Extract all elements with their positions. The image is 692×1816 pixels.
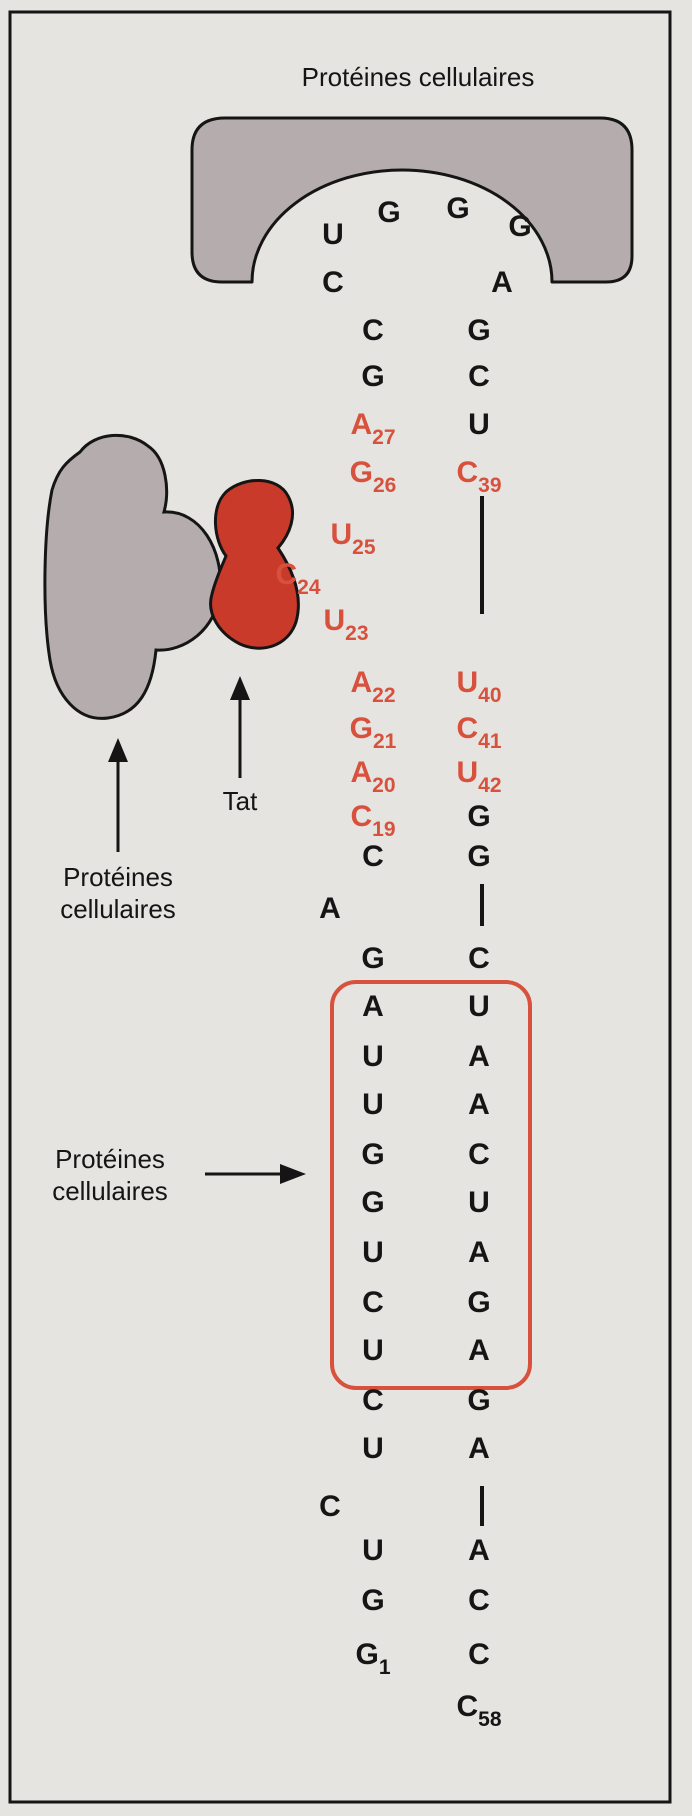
loop-base: C xyxy=(322,266,344,299)
loop-base: A xyxy=(491,266,513,299)
right-strand-nucleotide: C xyxy=(468,360,490,393)
middle-protein-arrowhead xyxy=(280,1164,306,1184)
tat-protein-shape xyxy=(209,479,300,650)
left-strand-nucleotide: U25 xyxy=(330,518,375,559)
right-strand-nucleotide: C xyxy=(468,1138,490,1171)
right-strand-nucleotide: U xyxy=(468,1186,490,1219)
left-strand-nucleotide: C xyxy=(362,1384,384,1417)
left-strand-nucleotide: A22 xyxy=(350,666,395,707)
left-protein-arrowhead xyxy=(108,738,128,762)
left-protein-shape xyxy=(43,433,222,720)
right-strand-nucleotide: A xyxy=(468,1236,490,1269)
right-strand-nucleotide: G xyxy=(467,314,490,347)
left-strand-nucleotide: U xyxy=(362,1236,384,1269)
right-strand-nucleotide: G xyxy=(467,800,490,833)
right-strand-nucleotide: C41 xyxy=(456,712,501,753)
tat-arrowhead xyxy=(230,676,250,700)
left-strand-nucleotide-number: 20 xyxy=(372,774,395,797)
left-strand-nucleotide-number: 22 xyxy=(372,684,395,707)
left-strand-nucleotide: A xyxy=(319,892,341,925)
right-strand-nucleotide-number: 42 xyxy=(478,774,501,797)
loop-base: G xyxy=(446,192,469,225)
left-strand-nucleotide-number: 25 xyxy=(352,536,376,559)
left-strand-nucleotide: G26 xyxy=(350,456,397,497)
right-strand-nucleotide-number: 41 xyxy=(478,730,502,753)
left-proteins-label-2: cellulaires xyxy=(60,894,176,924)
right-strand-nucleotide: A xyxy=(468,1534,490,1567)
right-strand-nucleotide: A xyxy=(468,1334,490,1367)
left-strand-nucleotide: U23 xyxy=(323,604,368,645)
left-strand-nucleotide: A27 xyxy=(350,408,395,449)
left-strand-nucleotide: G1 xyxy=(355,1638,390,1679)
right-strand-nucleotide: G xyxy=(467,1286,490,1319)
left-strand-nucleotide: A20 xyxy=(350,756,395,797)
left-strand-nucleotide: G xyxy=(361,1138,384,1171)
left-strand-nucleotide-number: 23 xyxy=(345,622,368,645)
highlight-box xyxy=(330,980,532,1390)
loop-base: G xyxy=(508,210,531,243)
right-strand-nucleotide: G xyxy=(467,1384,490,1417)
left-strand-nucleotide: C xyxy=(319,1490,341,1523)
left-strand-nucleotide-number: 24 xyxy=(297,576,321,599)
figure-frame xyxy=(8,10,672,1804)
middle-proteins-label-1: Protéines xyxy=(55,1144,165,1174)
left-strand-nucleotide: G21 xyxy=(350,712,397,753)
left-strand-nucleotide: U xyxy=(362,1334,384,1367)
right-strand-nucleotide: A xyxy=(468,1432,490,1465)
left-strand-nucleotide: C19 xyxy=(350,800,395,841)
left-strand-nucleotide-number: 21 xyxy=(373,730,397,753)
left-strand-nucleotide-number: 19 xyxy=(372,818,395,841)
left-strand-nucleotide: G xyxy=(361,942,384,975)
left-strand-nucleotide: G xyxy=(361,1186,384,1219)
left-strand-nucleotide: U xyxy=(362,1040,384,1073)
left-strand-nucleotide: G xyxy=(361,1584,384,1617)
right-strand-nucleotide: U40 xyxy=(456,666,501,707)
middle-proteins-label-2: cellulaires xyxy=(52,1176,168,1206)
right-strand-nucleotide-number: 39 xyxy=(478,474,501,497)
left-strand-nucleotide: C xyxy=(362,1286,384,1319)
top-proteins-label: Protéines cellulaires xyxy=(302,62,535,92)
left-strand-nucleotide: C xyxy=(362,840,384,873)
left-strand-nucleotide-number: 27 xyxy=(372,426,395,449)
left-strand-nucleotide-number: 26 xyxy=(373,474,396,497)
loop-base: U xyxy=(322,218,344,251)
right-strand-nucleotide: C xyxy=(468,1638,490,1671)
left-strand-nucleotide: U xyxy=(362,1088,384,1121)
right-strand-nucleotide: A xyxy=(468,1088,490,1121)
right-strand-nucleotide: U xyxy=(468,408,490,441)
left-strand-nucleotide: C xyxy=(362,314,384,347)
right-strand-nucleotide: C39 xyxy=(456,456,501,497)
tat-label: Tat xyxy=(223,786,258,816)
right-strand-nucleotide: C xyxy=(468,1584,490,1617)
right-strand-nucleotide: C58 xyxy=(456,1690,501,1731)
left-strand-nucleotide-number: 1 xyxy=(379,1656,391,1679)
left-strand-nucleotide: G xyxy=(361,360,384,393)
right-strand-nucleotide: U42 xyxy=(456,756,501,797)
right-strand-nucleotide: U xyxy=(468,990,490,1023)
right-strand-nucleotide: G xyxy=(467,840,490,873)
left-strand-nucleotide: U xyxy=(362,1432,384,1465)
left-strand-nucleotide: U xyxy=(362,1534,384,1567)
right-strand-nucleotide-number: 40 xyxy=(478,684,501,707)
left-strand-nucleotide: A xyxy=(362,990,384,1023)
top-protein-shape xyxy=(190,116,634,284)
right-strand-nucleotide-number: 58 xyxy=(478,1708,502,1731)
left-proteins-label-1: Protéines xyxy=(63,862,173,892)
right-strand-nucleotide: A xyxy=(468,1040,490,1073)
loop-base: G xyxy=(377,196,400,229)
right-strand-nucleotide: C xyxy=(468,942,490,975)
